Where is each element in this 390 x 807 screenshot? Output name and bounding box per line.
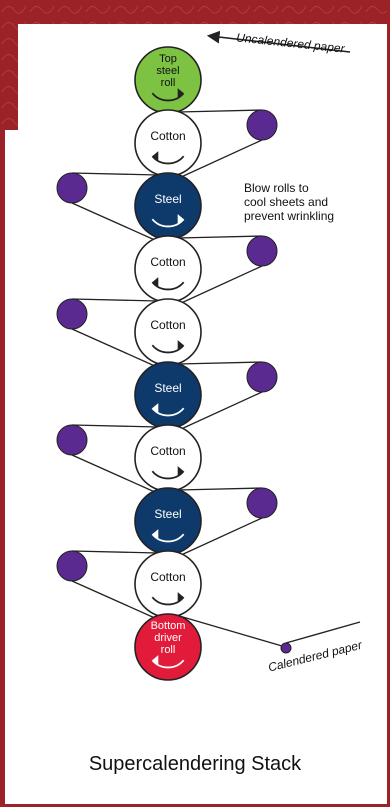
roll-stack: TopsteelrollCottonSteelCottonCottonSteel…	[134, 46, 202, 681]
roll-steel: Steel	[134, 487, 202, 555]
roll-label: driver	[154, 632, 182, 644]
curved-arrow-icon	[151, 155, 185, 165]
roll-label: Cotton	[150, 570, 185, 584]
rotation-arrowhead-icon	[177, 214, 184, 225]
roll-circle	[134, 550, 202, 618]
rotation-arrowhead-icon	[152, 529, 159, 540]
roll-circle	[134, 361, 202, 429]
output-guide-line	[285, 621, 361, 644]
rotation-arrowhead-icon	[177, 340, 184, 351]
blow-rolls-note-line3: prevent wrinkling	[244, 209, 334, 223]
sheet-path-segment	[71, 454, 156, 493]
sheet-path-segment	[71, 298, 159, 302]
curved-arrow-icon	[151, 281, 185, 291]
blow-roll	[56, 424, 88, 456]
blow-roll	[56, 172, 88, 204]
roll-circle	[134, 298, 202, 366]
sheet-path-segment	[180, 517, 263, 556]
blow-rolls-note-line2: cool sheets and	[244, 195, 328, 209]
sheet-path-lines	[71, 109, 283, 647]
sheet-path-segment	[71, 424, 159, 428]
roll-label: roll	[161, 644, 176, 656]
input-paper-label: Uncalendered paper	[236, 30, 347, 55]
roll-cotton: Cotton	[134, 424, 202, 492]
left-header-band	[0, 0, 18, 130]
roll-cotton: Cotton	[134, 550, 202, 618]
roll-circle	[134, 424, 202, 492]
curved-arrow-icon	[151, 344, 185, 354]
sheet-path-segment	[177, 361, 263, 365]
roll-label: Steel	[154, 381, 181, 395]
rotation-arrowhead-icon	[177, 466, 184, 477]
input-paper-arrow	[206, 30, 351, 53]
rotation-arrowhead-icon	[152, 151, 159, 162]
sheet-path-segment	[71, 172, 159, 176]
sheet-path-segment	[177, 109, 263, 113]
rotation-arrowhead-icon	[152, 403, 159, 414]
roll-circle	[134, 235, 202, 303]
output-guide-roll	[280, 642, 292, 654]
sheet-path-segment	[71, 202, 156, 241]
curved-arrow-icon	[151, 218, 185, 228]
roll-steel: Steel	[134, 172, 202, 240]
curved-arrow-icon	[151, 407, 185, 417]
sheet-path-segment	[71, 550, 159, 554]
sheet-path-segment	[71, 328, 156, 367]
roll-label: Steel	[154, 192, 181, 206]
roll-label: Cotton	[150, 318, 185, 332]
roll-circle	[134, 613, 202, 681]
sheet-path-segment	[180, 139, 263, 178]
sheet-path-segment	[71, 580, 156, 619]
roll-label: Cotton	[150, 255, 185, 269]
roll-label: Bottom	[151, 620, 186, 632]
roll-label: steel	[156, 65, 179, 77]
curved-arrow-icon	[151, 470, 185, 480]
roll-cotton: Cotton	[134, 298, 202, 366]
rotation-arrowhead-icon	[177, 88, 184, 99]
blow-rolls-note-line1: Blow rolls to	[244, 181, 309, 195]
roll-circle	[134, 109, 202, 177]
curved-arrow-icon	[151, 92, 185, 102]
roll-label: roll	[161, 77, 176, 89]
sheet-path-segment	[175, 614, 283, 647]
blow-roll	[56, 550, 88, 582]
rotation-arrowhead-icon	[152, 277, 159, 288]
roll-label: Top	[159, 53, 177, 65]
sheet-path-segment	[177, 487, 263, 491]
sheet-path-segment	[177, 235, 263, 239]
output-paper-label: Calendered paper	[267, 637, 365, 674]
roll-label: Cotton	[150, 444, 185, 458]
diagram-caption: Supercalendering Stack	[89, 753, 302, 775]
blow-roll	[246, 487, 278, 519]
roll-label: Cotton	[150, 129, 185, 143]
roll-circle	[134, 172, 202, 240]
roll-cotton: Cotton	[134, 109, 202, 177]
roll-circle	[134, 487, 202, 555]
roll-steel: Steel	[134, 361, 202, 429]
roll-cotton: Cotton	[134, 235, 202, 303]
curved-arrow-icon	[151, 659, 185, 669]
header-band	[0, 0, 390, 24]
left-border-stripe	[0, 0, 5, 807]
sheet-path-segment	[180, 391, 263, 430]
curved-arrow-icon	[151, 596, 185, 606]
curved-arrow-icon	[151, 533, 185, 543]
blow-rolls	[56, 109, 278, 582]
sheet-path-segment	[180, 265, 263, 304]
rotation-arrowhead-icon	[152, 655, 159, 666]
blow-roll	[246, 235, 278, 267]
blow-roll	[246, 109, 278, 141]
roll-label: Steel	[154, 507, 181, 521]
blow-roll	[246, 361, 278, 393]
rotation-arrowhead-icon	[177, 592, 184, 603]
blow-roll	[56, 298, 88, 330]
